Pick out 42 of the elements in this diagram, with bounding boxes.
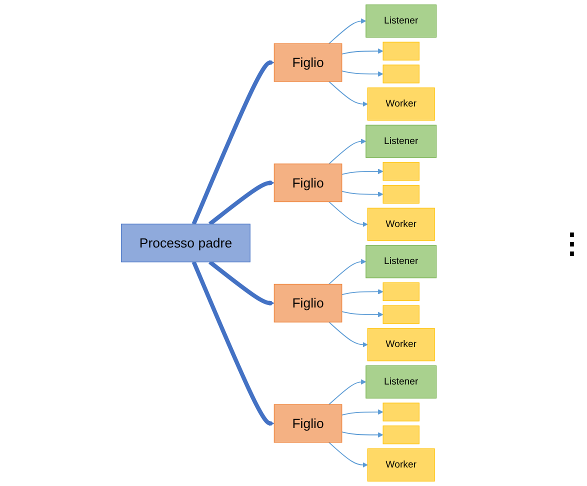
arrow [208,180,274,226]
node-box: Listener [365,124,436,158]
arrow [328,259,366,285]
node-box [382,305,420,324]
node-box: Figlio [274,43,342,82]
arrow [328,442,368,468]
node-box: Listener [365,245,436,278]
arrow [328,379,366,405]
node-box [382,184,420,204]
node-box: Figlio [274,164,342,202]
arrow [341,409,383,416]
node-box: Figlio [274,404,342,443]
arrow [341,70,383,77]
node-box [382,42,420,60]
node-box: Listener [365,4,436,38]
arrow [328,81,368,107]
node-box: Worker [367,88,435,121]
node-box [382,402,420,422]
arrow [341,190,383,197]
ellipsis-mark: ⋮ [557,226,587,260]
arrow [341,431,383,438]
node-box: Worker [367,448,435,482]
node-box [382,426,420,444]
node-box: Processo padre [120,224,250,262]
arrow [341,48,383,55]
arrow [328,201,368,227]
node-box [382,162,420,181]
node-box: Worker [367,328,435,362]
node-box [382,64,420,84]
arrow [341,311,383,318]
arrow [341,168,383,175]
arrow [192,60,274,225]
arrow [208,260,274,306]
arrow [328,322,368,348]
node-box: Worker [367,208,435,241]
node-box [382,282,420,302]
arrow [341,289,383,296]
node-box: Figlio [274,284,342,322]
arrow [328,18,366,44]
arrow [328,138,366,164]
arrow [192,261,274,426]
node-box: Listener [365,365,436,398]
